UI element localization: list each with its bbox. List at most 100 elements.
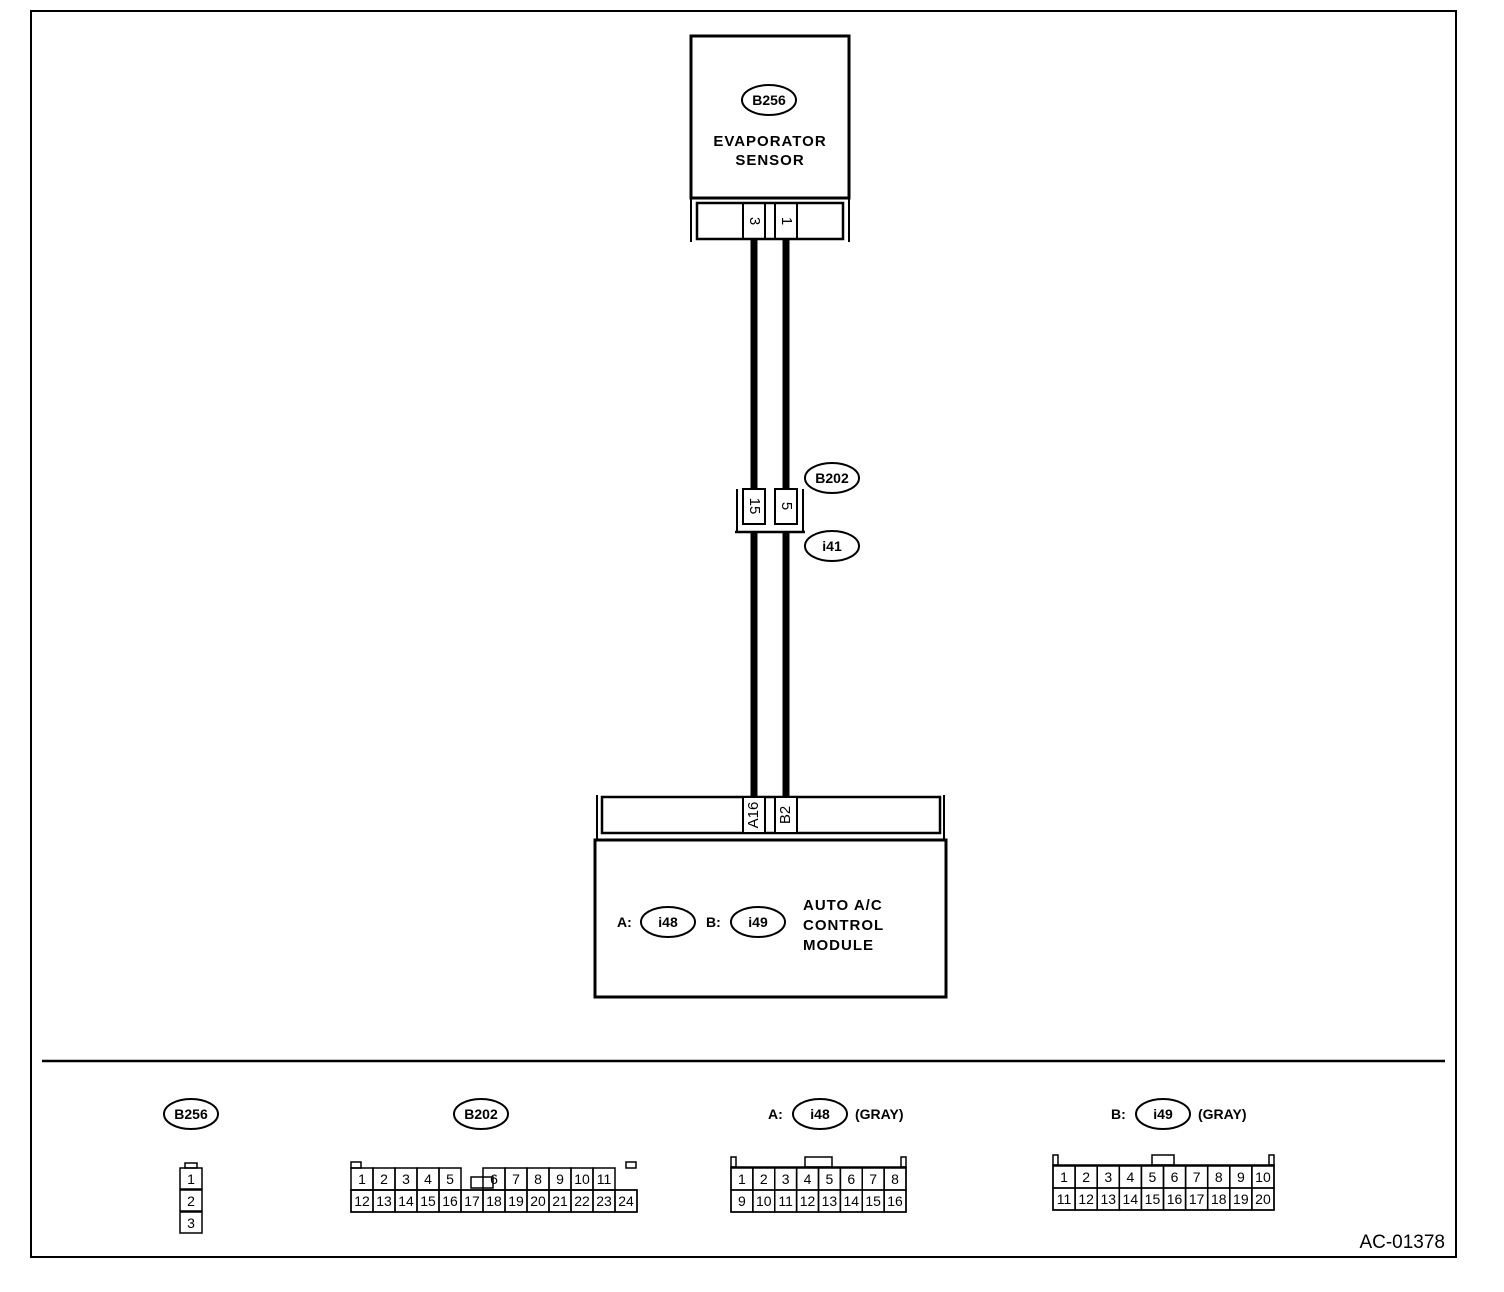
i48-pin-5: 5: [826, 1171, 834, 1187]
b202-pin-18: 18: [486, 1193, 502, 1209]
i49-pin-14: 14: [1123, 1191, 1139, 1207]
view-title-i48: i48: [810, 1106, 830, 1122]
i49-pin-5: 5: [1149, 1169, 1157, 1185]
junction-pin-label-15: 15: [746, 498, 763, 515]
i48-pin-12: 12: [800, 1193, 816, 1209]
b202-pin-11: 11: [597, 1171, 612, 1187]
connector-badge-b202: [804, 462, 860, 494]
b202-pin-20: 20: [530, 1193, 546, 1209]
i48-pin-13: 13: [822, 1193, 838, 1209]
b202-pin-24: 24: [618, 1193, 634, 1209]
i48-pin-4: 4: [804, 1171, 812, 1187]
module-connector-strip: [600, 795, 942, 835]
sensor-label-line1: EVAPORATOR: [713, 133, 826, 150]
i48-pin-3: 3: [782, 1171, 790, 1187]
i49-pin-10: 10: [1255, 1169, 1271, 1185]
view-title-i49: i49: [1153, 1106, 1173, 1122]
junction-pin-15: [742, 488, 766, 525]
module-label-line1: AUTO A/C: [803, 897, 883, 914]
module-label-line2: CONTROL: [803, 917, 884, 934]
module-body: [593, 838, 948, 999]
junction-pin-label-5: 5: [778, 502, 795, 510]
b202-pin-19: 19: [508, 1193, 524, 1209]
diagram-frame: [30, 10, 1457, 1258]
b202-pin-8: 8: [534, 1171, 542, 1187]
sensor-label-line2: SENSOR: [735, 152, 804, 169]
view-badge-i48: [792, 1098, 848, 1130]
view-prefix-i49: B:: [1111, 1106, 1126, 1122]
view-color-i49: (GRAY): [1198, 1106, 1247, 1122]
wire-harness: [750, 239, 790, 797]
i49-pin-9: 9: [1237, 1169, 1245, 1185]
sensor-pin-label-3: 3: [746, 217, 763, 225]
i49-pin-6: 6: [1171, 1169, 1179, 1185]
i48-pin-14: 14: [844, 1193, 860, 1209]
i49-pin-16: 16: [1167, 1191, 1183, 1207]
b256-pin-3: 3: [187, 1215, 195, 1231]
view-badge-i49: [1135, 1098, 1191, 1130]
i49-pin-11: 11: [1057, 1191, 1072, 1207]
view-prefix-i48: A:: [768, 1106, 783, 1122]
i49-pin-17: 17: [1189, 1191, 1205, 1207]
i49-pin-18: 18: [1211, 1191, 1227, 1207]
module-prefix-a: A:: [617, 914, 632, 930]
i49-pin-4: 4: [1126, 1169, 1134, 1185]
i48-pin-11: 11: [778, 1193, 793, 1209]
i49-pin-1: 1: [1060, 1169, 1068, 1185]
b202-pin-6: 6: [490, 1171, 498, 1187]
control-module: A16 B2 A: i48 B: i49 AUTO A/C CONTROL MO…: [593, 795, 948, 999]
i48-pin-6: 6: [847, 1171, 855, 1187]
view-color-i48: (GRAY): [855, 1106, 904, 1122]
b256-cell-1: [179, 1167, 203, 1190]
b202-pin-4: 4: [424, 1171, 432, 1187]
view-badge-b202: [453, 1098, 509, 1130]
b256-cell-3: [179, 1211, 203, 1234]
connector-badge-i49: [730, 906, 786, 938]
i48-pin-16: 16: [887, 1193, 903, 1209]
b256-cell-2: [179, 1189, 203, 1212]
i49-pin-3: 3: [1104, 1169, 1112, 1185]
b202-pin-21: 21: [552, 1193, 568, 1209]
i48-pin-1: 1: [738, 1171, 746, 1187]
b202-pin-13: 13: [376, 1193, 392, 1209]
connector-id-b256: B256: [752, 92, 786, 108]
view-title-b202: B202: [464, 1106, 498, 1122]
b202-pin-3: 3: [402, 1171, 410, 1187]
i49-pin-12: 12: [1078, 1191, 1094, 1207]
junction-pin-5: [774, 488, 798, 525]
b256-pin-2: 2: [187, 1193, 195, 1209]
b202-pin-16: 16: [442, 1193, 458, 1209]
module-pin-b2: [774, 796, 798, 834]
b202-pin-15: 15: [420, 1193, 436, 1209]
module-pin-label-a16: A16: [745, 802, 762, 829]
b256-pin-1: 1: [187, 1171, 195, 1187]
connector-id-b202: B202: [815, 470, 849, 486]
connector-badge-i48: [640, 906, 696, 938]
b202-pin-10: 10: [574, 1171, 590, 1187]
reference-id: AC-01378: [1359, 1232, 1445, 1253]
i49-pin-20: 20: [1255, 1191, 1271, 1207]
connector-id-i41: i41: [822, 538, 842, 554]
b202-pin-7: 7: [512, 1171, 520, 1187]
i49-pin-19: 19: [1233, 1191, 1249, 1207]
module-label-line3: MODULE: [803, 937, 874, 954]
module-pin-a16: [742, 796, 766, 834]
b202-pin-2: 2: [380, 1171, 388, 1187]
junction-connector: 15 5 B202 i41: [735, 462, 860, 562]
connector-badge-i41: [804, 530, 860, 562]
i48-pin-8: 8: [891, 1171, 899, 1187]
i49-pin-13: 13: [1100, 1191, 1116, 1207]
i48-pin-10: 10: [756, 1193, 772, 1209]
b202-pin-23: 23: [596, 1193, 612, 1209]
view-badge-b256: [163, 1098, 219, 1130]
i49-pin-15: 15: [1145, 1191, 1161, 1207]
b202-pin-1: 1: [358, 1171, 366, 1187]
b202-pin-9: 9: [556, 1171, 564, 1187]
i48-pin-15: 15: [865, 1193, 881, 1209]
i48-pin-7: 7: [869, 1171, 877, 1187]
i48-pin-9: 9: [738, 1193, 746, 1209]
connector-badge-b256: [741, 84, 797, 116]
